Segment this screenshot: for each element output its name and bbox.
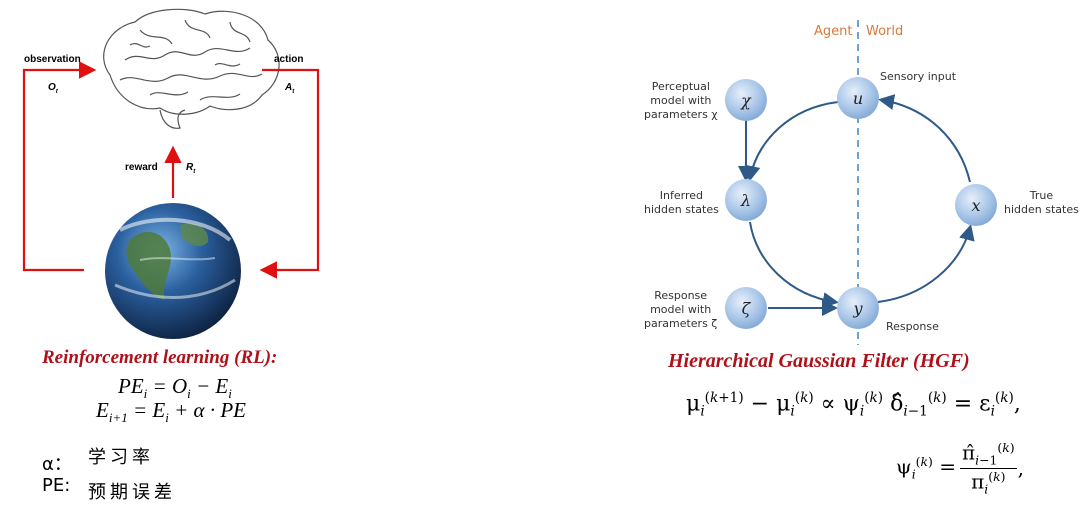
reward-symbol: Rt xyxy=(186,162,196,175)
earth-icon xyxy=(105,203,241,339)
node-x xyxy=(955,184,997,226)
reward-label: reward xyxy=(125,162,158,173)
node-x-symbol: x xyxy=(971,196,980,215)
rl-diagram xyxy=(22,8,320,339)
response-model-label: Response model with parameters ζ xyxy=(644,289,718,330)
observation-symbol: Ot xyxy=(48,82,58,95)
hgf-edges xyxy=(738,94,975,316)
world-label: World xyxy=(866,24,904,39)
node-u xyxy=(837,77,879,119)
node-y-symbol: y xyxy=(852,299,863,318)
node-zeta xyxy=(725,287,767,329)
agent-label: Agent xyxy=(814,24,853,39)
hgf-title: Hierarchical Gaussian Filter (HGF) xyxy=(668,350,970,372)
alpha-label: α： xyxy=(42,454,72,475)
node-y xyxy=(837,287,879,329)
rl-equation-1: PEi = Oi − Ei xyxy=(118,374,232,402)
sensory-input-label: Sensory input xyxy=(880,70,957,83)
perceptual-model-label: Perceptual model with parameters χ xyxy=(644,80,718,121)
brain-icon xyxy=(103,8,280,129)
rl-equation-2: Ei+1 = Ei + α · PE xyxy=(96,398,246,426)
node-zeta-symbol: ζ xyxy=(742,299,752,318)
node-chi xyxy=(725,79,767,121)
hgf-equation-2: ψi(k) = π̂i−1(k) , πi(k) xyxy=(896,440,1024,497)
hgf-diagram: u χ λ x ζ y xyxy=(725,20,997,345)
action-symbol: At xyxy=(285,82,295,95)
node-chi-symbol: χ xyxy=(740,91,752,110)
pe-text: 预期误差 xyxy=(88,482,176,503)
action-label: action xyxy=(274,54,304,65)
alpha-text: 学习率 xyxy=(88,447,154,468)
node-u-symbol: u xyxy=(853,89,863,108)
node-lambda xyxy=(725,179,767,221)
observation-label: observation xyxy=(24,54,81,65)
rl-loop-arrows xyxy=(22,61,320,279)
pe-label: PE: xyxy=(42,475,71,496)
rl-title: Reinforcement learning (RL): xyxy=(42,347,278,368)
true-states-label: True hidden states xyxy=(1004,189,1079,216)
node-lambda-symbol: λ xyxy=(740,191,751,210)
response-label: Response xyxy=(886,320,939,333)
inferred-states-label: Inferred hidden states xyxy=(644,189,719,216)
hgf-equation-1: μi(k+1) − μi(k) ∝ ψi(k) δ̂i−1(k) = εi(k)… xyxy=(686,390,1021,420)
